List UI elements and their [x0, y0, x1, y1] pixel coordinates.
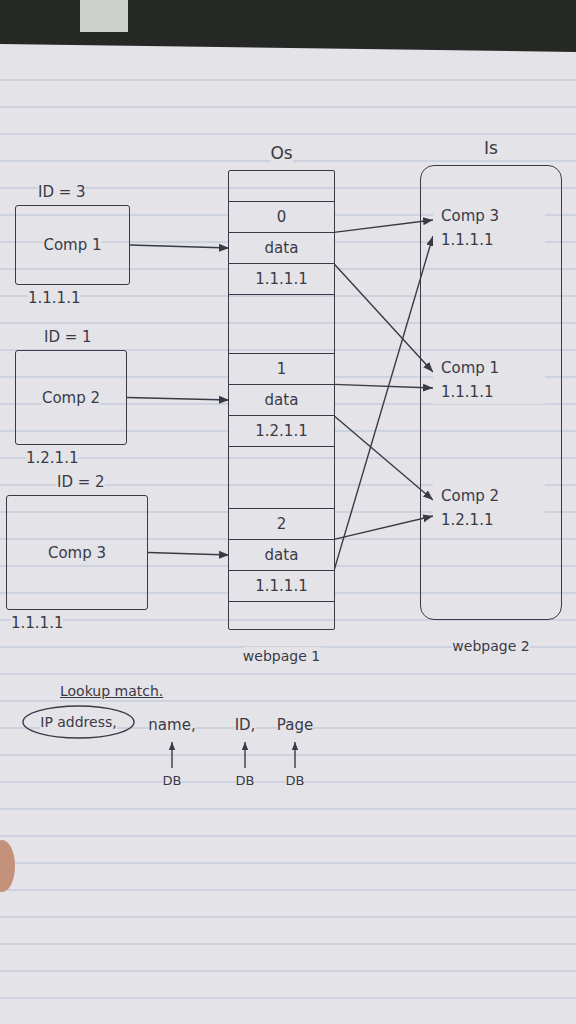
record-section: 1data1.2.1.1 [229, 353, 334, 447]
db-pointer [244, 742, 245, 768]
record-field: data [229, 540, 334, 571]
node-label: Comp 2 [42, 389, 100, 407]
node-caption: webpage 1 [243, 647, 320, 665]
record-field: 0 [229, 202, 334, 233]
connector-arrow [130, 245, 229, 248]
node-heading: ID = 3 [38, 183, 86, 201]
connector-arrow [127, 398, 229, 401]
db-pointer [294, 742, 295, 768]
db-tag: DB [236, 772, 255, 790]
lookup-key-ellipse: IP address, [22, 705, 135, 739]
record-section: 0data1.1.1.1 [229, 201, 334, 295]
record-field: 1.1.1.1 [229, 264, 334, 294]
connector-arrow [334, 236, 433, 571]
entry-field: 1.1.1.1 [433, 380, 545, 404]
db-pointer [171, 742, 172, 768]
computer-entry: Comp 31.1.1.1 [433, 204, 545, 252]
entry-field: 1.2.1.1 [433, 508, 545, 532]
node-heading: ID = 2 [57, 473, 105, 491]
lookup-field: ID, [235, 716, 256, 734]
db-tag: DB [163, 772, 182, 790]
finger-tip [0, 840, 15, 892]
node-heading: Os [270, 143, 292, 163]
connector-arrow [334, 264, 433, 372]
node-caption: 1.2.1.1 [26, 449, 78, 467]
node-caption: 1.1.1.1 [11, 614, 63, 632]
entry-field: Comp 1 [433, 356, 545, 380]
computer-box: ID = 2Comp 31.1.1.1 [6, 495, 148, 610]
lookup-field: Page [277, 716, 313, 734]
record-field: data [229, 233, 334, 264]
node-heading: Is [484, 138, 498, 158]
record-field: data [229, 385, 334, 416]
lookup-field: name, [148, 716, 195, 734]
note-heading: Lookup match. [60, 682, 163, 700]
node-caption: 1.1.1.1 [28, 289, 80, 307]
ruled-lines [0, 60, 576, 1024]
record-section: 2data1.1.1.1 [229, 508, 334, 602]
computer-box: ID = 1Comp 21.2.1.1 [15, 350, 127, 445]
ellipse-outline [23, 706, 134, 738]
connector-arrow [148, 553, 229, 556]
computer-entry: Comp 11.1.1.1 [433, 356, 545, 404]
record-field: 1.2.1.1 [229, 416, 334, 446]
computer-entry: Comp 21.2.1.1 [433, 484, 545, 532]
connector-arrow [334, 384, 433, 388]
entry-field: Comp 2 [433, 484, 545, 508]
connector-arrow [334, 516, 433, 539]
db-tag: DB [286, 772, 305, 790]
node-label: Comp 3 [48, 544, 106, 562]
desk-background [0, 0, 576, 52]
record-field: 2 [229, 509, 334, 540]
computer-box: ID = 3Comp 11.1.1.1 [15, 205, 130, 285]
node-caption: webpage 2 [452, 637, 529, 655]
node-heading: ID = 1 [44, 328, 92, 346]
entry-field: Comp 3 [433, 204, 545, 228]
record-field: 1.1.1.1 [229, 571, 334, 601]
entry-field: 1.1.1.1 [433, 228, 545, 252]
window-light [80, 0, 128, 32]
record-field: 1 [229, 354, 334, 385]
connector-arrow [334, 220, 433, 232]
webpage-column: Iswebpage 2Comp 31.1.1.1Comp 11.1.1.1Com… [420, 165, 562, 620]
connector-arrow [334, 416, 433, 500]
node-label: IP address, [40, 713, 116, 731]
node-label: Comp 1 [43, 236, 101, 254]
webpage-column: Oswebpage 10data1.1.1.11data1.2.1.12data… [228, 170, 335, 630]
